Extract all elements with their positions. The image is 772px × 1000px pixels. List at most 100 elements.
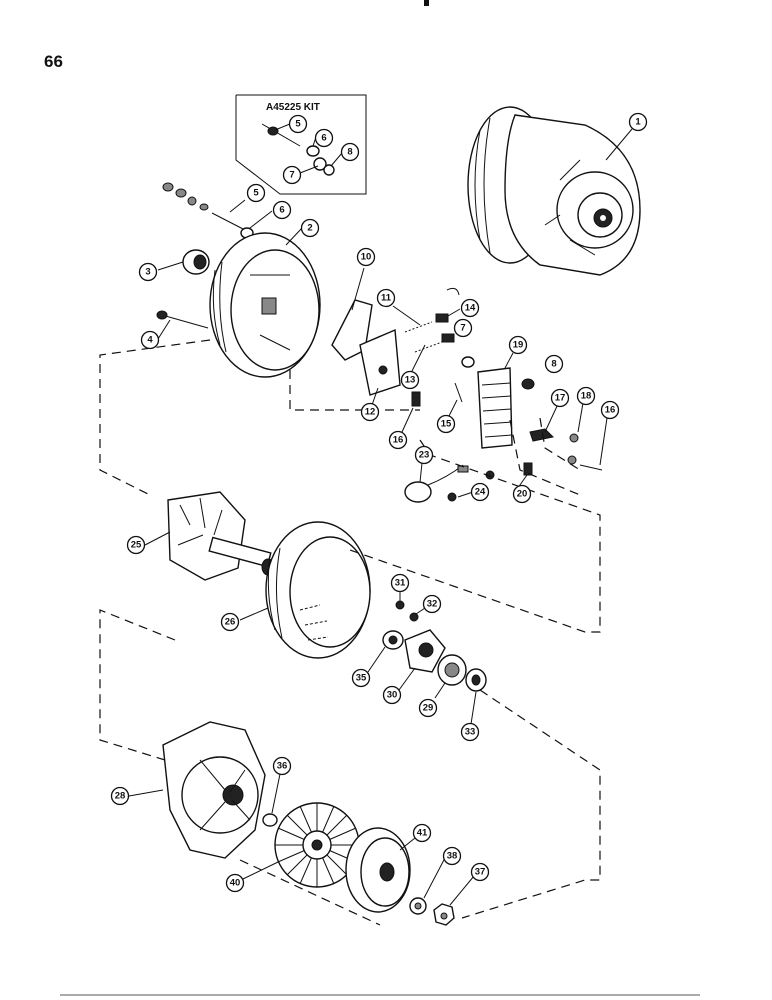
callout-41: 41 (412, 823, 432, 843)
screw-20 (523, 462, 533, 476)
assembly-path-2 (289, 370, 420, 411)
assembly-path-3 (349, 439, 601, 633)
washer-7 (461, 356, 475, 368)
svg-text:13: 13 (405, 375, 416, 386)
svg-text:28: 28 (115, 791, 126, 802)
svg-text:7: 7 (460, 323, 465, 334)
fan (274, 802, 360, 888)
screw-31 (395, 600, 405, 610)
page-number: 66 (44, 52, 63, 71)
svg-text:7: 7 (289, 170, 294, 181)
svg-text:6: 6 (279, 205, 284, 216)
svg-text:12: 12 (365, 407, 376, 418)
bearing-29-inner (444, 662, 460, 678)
pulley-nut-37-hole (440, 912, 448, 920)
screw-24-a (447, 492, 457, 502)
callout-2: 2 (300, 218, 320, 238)
svg-text:1: 1 (635, 117, 641, 128)
rectifier-bridge (477, 367, 513, 449)
callout-8-kit: 8 (340, 142, 360, 162)
bolt-16-left (411, 391, 421, 407)
svg-text:16: 16 (393, 435, 404, 446)
svg-text:24: 24 (475, 487, 486, 498)
through-bolt (161, 314, 209, 329)
kit-title: A45225 KIT (266, 102, 320, 113)
brush-holder (359, 328, 401, 396)
callout-3: 3 (138, 262, 158, 282)
retainer-plate-hole (418, 642, 434, 658)
svg-text:37: 37 (475, 867, 486, 878)
svg-text:8: 8 (347, 147, 352, 158)
svg-text:6: 6 (321, 133, 326, 144)
svg-text:23: 23 (419, 450, 430, 461)
svg-text:40: 40 (230, 878, 241, 889)
screw-15 (454, 382, 463, 403)
callout-13: 13 (400, 370, 420, 390)
svg-text:8: 8 (551, 359, 556, 370)
stator (265, 521, 371, 659)
svg-text:11: 11 (381, 293, 392, 304)
svg-text:5: 5 (295, 119, 301, 130)
svg-text:16: 16 (605, 405, 616, 416)
bolt-head (156, 310, 168, 320)
callout-7-kit: 7 (282, 165, 302, 185)
svg-text:29: 29 (423, 703, 434, 714)
assembly-path-8 (239, 859, 381, 926)
svg-text:35: 35 (356, 673, 367, 684)
callout-20: 20 (512, 484, 532, 504)
slip-ring-end-frame (209, 232, 321, 378)
svg-text:5: 5 (253, 188, 259, 199)
callout-8: 8 (544, 354, 564, 374)
callout-12: 12 (360, 402, 380, 422)
callout-10: 10 (356, 247, 376, 267)
assembly-path-6 (99, 609, 176, 761)
nut-8 (521, 378, 535, 390)
assembly-path-5 (509, 419, 581, 496)
brushes-and-springs (404, 287, 460, 353)
callout-16-left: 16 (388, 430, 408, 450)
callout-35: 35 (351, 668, 371, 688)
callout-28: 28 (110, 786, 130, 806)
callout-32: 32 (422, 594, 442, 614)
svg-text:2: 2 (307, 223, 312, 234)
callout-16-right: 16 (600, 400, 620, 420)
callout-24: 24 (470, 482, 490, 502)
top-mark (424, 0, 429, 6)
callout-30: 30 (382, 685, 402, 705)
callout-26: 26 (220, 612, 240, 632)
svg-text:41: 41 (417, 828, 428, 839)
callout-6-kit: 6 (314, 128, 334, 148)
callout-25: 25 (126, 535, 146, 555)
collar-33-hole (471, 674, 481, 686)
drive-end-frame (162, 721, 266, 859)
callout-17: 17 (550, 388, 570, 408)
kit-box: A45225 KIT (235, 94, 367, 195)
svg-text:20: 20 (517, 489, 528, 500)
svg-text:30: 30 (387, 690, 398, 701)
svg-text:36: 36 (277, 761, 288, 772)
svg-text:17: 17 (555, 393, 566, 404)
washer-18b (567, 455, 577, 465)
callout-18: 18 (576, 386, 596, 406)
svg-text:14: 14 (465, 303, 476, 314)
callout-6: 6 (272, 200, 292, 220)
svg-text:33: 33 (465, 727, 476, 738)
callout-4: 4 (140, 330, 160, 350)
callout-15: 15 (436, 414, 456, 434)
callout-40: 40 (225, 873, 245, 893)
assembly-path-1 (99, 339, 211, 496)
callout-5-kit: 5 (288, 114, 308, 134)
svg-text:3: 3 (145, 267, 150, 278)
svg-text:10: 10 (361, 252, 372, 263)
svg-text:18: 18 (581, 391, 592, 402)
callout-11: 11 (376, 288, 396, 308)
svg-text:31: 31 (395, 578, 406, 589)
washer-18 (569, 433, 579, 443)
diode-trio (529, 428, 555, 442)
assembly-path-7 (461, 689, 601, 919)
bolt-16-right (579, 464, 603, 471)
callout-36: 36 (272, 756, 292, 776)
small-nuts (162, 182, 254, 239)
callout-1: 1 (628, 112, 648, 132)
